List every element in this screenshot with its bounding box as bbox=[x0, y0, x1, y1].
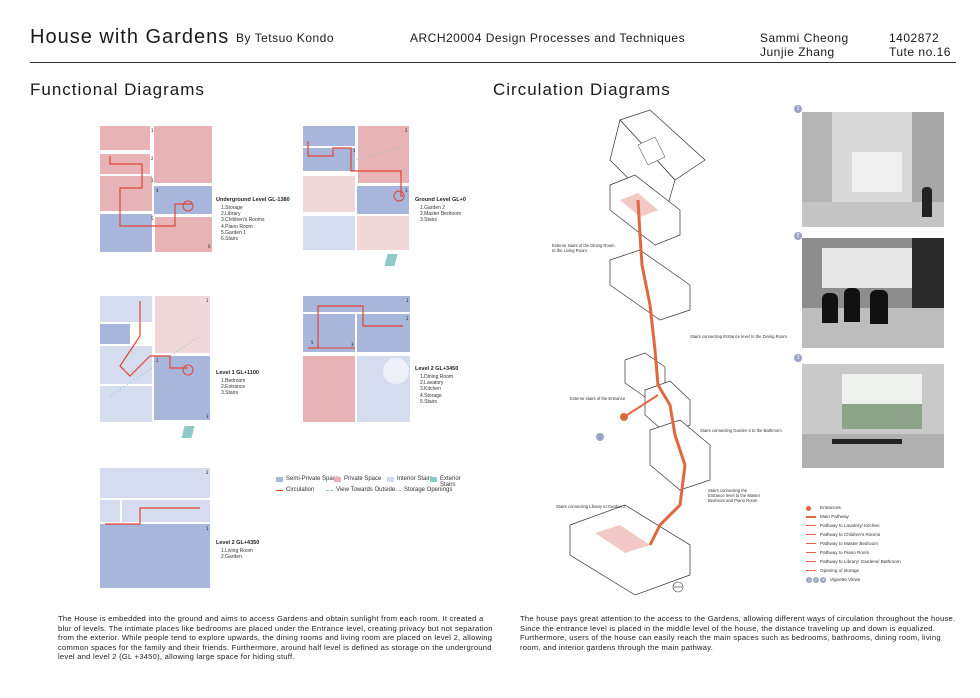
level-title-level1: Level 1 GL+1100 bbox=[216, 370, 259, 376]
level-list-underground: 1.Storage 2.Library 3.Children's Rooms 4… bbox=[221, 205, 265, 243]
swatch-circulation bbox=[276, 490, 283, 491]
vignette-image-1 bbox=[802, 112, 944, 227]
label-ext-dining: Exterior stairs of the Dining Room to th… bbox=[552, 243, 615, 253]
legend-storage-openings: Storage Openings bbox=[404, 487, 453, 493]
swatch-piano bbox=[806, 552, 816, 553]
tutorial-number: Tute no.16 bbox=[889, 45, 951, 59]
plan-underground: 1 2 3 4 5 6 bbox=[100, 126, 212, 252]
circulation-axonometric bbox=[569, 109, 711, 595]
swatch-main-pathway bbox=[806, 516, 816, 518]
legend-exterior-stairs: Exterior Stairs bbox=[440, 476, 461, 488]
swatch-view-outside bbox=[326, 490, 333, 491]
label-stairs-library: Stairs connecting Library to Garden 2 bbox=[556, 504, 626, 509]
author-name-1: Sammi Cheong bbox=[760, 31, 849, 45]
vignette-image-3 bbox=[802, 364, 944, 468]
poster-title: House with Gardens bbox=[30, 26, 230, 48]
plan-level2b: 1 2 bbox=[100, 468, 210, 588]
plan-level1: 1 2 3 bbox=[100, 296, 210, 423]
legend-semi-private: Semi-Private Space bbox=[286, 476, 340, 482]
legend-vignette: Vignette Views bbox=[830, 577, 861, 582]
plan-level2a: 1 2 3 5 bbox=[303, 296, 410, 422]
student-id: 1402872 bbox=[889, 31, 940, 45]
level-list-level2a: 1.Dining Room 2.Lavatory 3.Kitchen 4.Sto… bbox=[420, 374, 454, 405]
swatch-opening bbox=[806, 570, 816, 571]
level-title-level2b: Level 2 GL+4350 bbox=[216, 540, 260, 546]
swatch-semi-private bbox=[276, 477, 283, 482]
level-title-ground: Ground Level GL+0 bbox=[415, 197, 466, 203]
swatch-master bbox=[806, 543, 816, 544]
swatch-exterior-stairs bbox=[430, 477, 437, 482]
level-title-underground: Underground Level GL-1380 bbox=[216, 197, 290, 203]
swatch-storage-openings bbox=[394, 490, 401, 491]
swatch-entrances bbox=[806, 506, 811, 511]
swatch-library bbox=[806, 561, 816, 562]
level-title-level2a: Level 2 GL+3450 bbox=[415, 366, 459, 372]
legend-interior-stairs: Interior Stairs bbox=[397, 476, 433, 482]
legend-master: Pathway to Master Bedroom bbox=[820, 541, 878, 546]
vignette-legend-1: 1 bbox=[806, 577, 812, 583]
circulation-legend: Entrances Main Pathway Pathway to Lavato… bbox=[806, 505, 946, 577]
vignette-number-1: 1 bbox=[794, 105, 802, 113]
functional-legend: Semi-Private Space Private Space Interio… bbox=[276, 474, 476, 500]
label-stairs-garden2: Stairs connecting Garden 2 to the Bathro… bbox=[700, 428, 782, 433]
vignette-image-2 bbox=[802, 238, 944, 348]
vignette-number-2: 2 bbox=[794, 232, 802, 240]
swatch-private bbox=[334, 477, 341, 482]
legend-main-pathway: Main Pathway bbox=[820, 514, 849, 519]
architect-credit: By Tetsuo Kondo bbox=[236, 31, 335, 45]
legend-children: Pathway to Children's Rooms bbox=[820, 532, 881, 537]
header-divider bbox=[30, 62, 956, 63]
label-stairs-entrance-master: Stairs connecting the Entrance level to … bbox=[708, 488, 761, 503]
vignette-number-3: 3 bbox=[794, 354, 802, 362]
author-name-2: Junjie Zhang bbox=[760, 45, 835, 59]
legend-private: Private Space bbox=[344, 476, 382, 482]
legend-library: Pathway to Library/ Gardens/ Bathroom bbox=[820, 559, 901, 564]
plan-ground: 2 3 1 bbox=[303, 126, 409, 250]
legend-opening: Opening of storage bbox=[820, 568, 860, 573]
course-name: ARCH20004 Design Processes and Technique… bbox=[410, 31, 686, 45]
vignette-legend: 1 2 3 Vignette Views bbox=[806, 577, 946, 587]
circulation-diagrams-title: Circulation Diagrams bbox=[493, 80, 671, 99]
swatch-lavatory bbox=[806, 525, 816, 526]
legend-lavatory: Pathway to Lavatory/ Kitchen bbox=[820, 523, 880, 528]
vignette-legend-3: 3 bbox=[820, 577, 826, 583]
swatch-children bbox=[806, 534, 816, 535]
exterior-stairs-mark-l1 bbox=[181, 426, 195, 438]
legend-view-outside: View Towards Outside bbox=[336, 487, 396, 493]
level-list-ground: 1.Garden 2 2.Master Bedroom 3.Stairs bbox=[420, 205, 462, 224]
functional-diagrams-title: Functional Diagrams bbox=[30, 80, 205, 99]
circulation-description: The house pays great attention to the ac… bbox=[520, 614, 956, 652]
level-list-level1: 1.Bedroom 2.Entrance 3.Stairs bbox=[221, 378, 246, 397]
swatch-interior-stairs bbox=[387, 477, 394, 482]
exterior-stairs-mark bbox=[384, 254, 398, 266]
vignette-marker-axo bbox=[596, 433, 604, 441]
level-list-level2b: 1.Living Room 2.Garden bbox=[221, 548, 253, 561]
label-stairs-entrance-dining: Stairs connecting Entrance level to the … bbox=[690, 334, 787, 339]
legend-piano: Pathway to Piano Room bbox=[820, 550, 870, 555]
legend-circulation: Circulation bbox=[286, 487, 315, 493]
functional-description: The House is embedded into the ground an… bbox=[58, 614, 493, 662]
label-ext-entrance: Exterior stairs of the Entrance bbox=[570, 396, 626, 401]
legend-entrances: Entrances bbox=[820, 505, 841, 510]
vignette-legend-2: 2 bbox=[813, 577, 819, 583]
